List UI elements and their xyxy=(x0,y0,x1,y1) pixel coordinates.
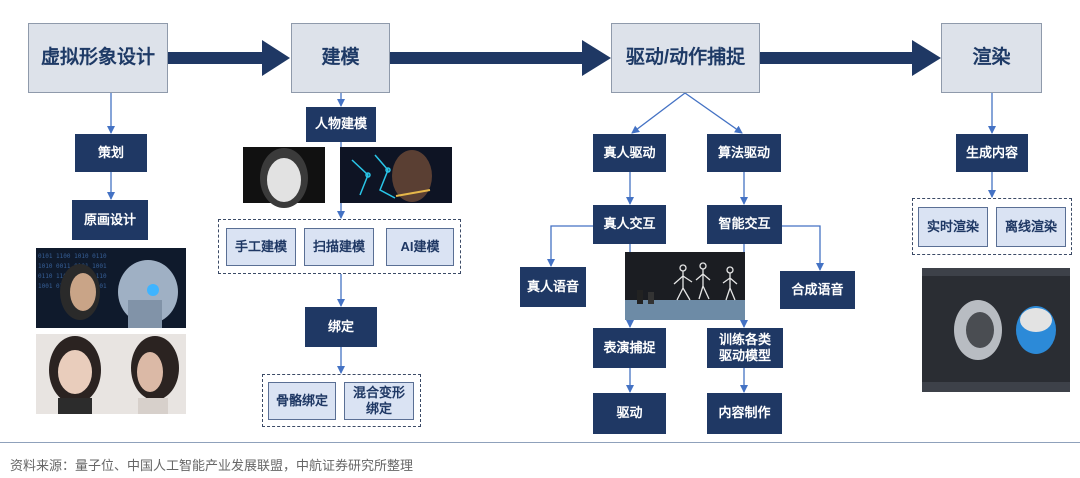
stage-arrow-3 xyxy=(760,40,941,76)
rendering-methods-group xyxy=(912,198,1072,255)
node-content-production: 内容制作 xyxy=(707,393,782,434)
node-scan-modeling: 扫描建模 xyxy=(304,228,374,266)
stage-modeling: 建模 xyxy=(291,23,390,93)
node-generate-content: 生成内容 xyxy=(956,134,1028,172)
node-manual-modeling: 手工建模 xyxy=(226,228,296,266)
design-image-women xyxy=(36,334,186,414)
source-note: 资料来源：量子位、中国人工智能产业发展联盟，中航证券研究所整理 xyxy=(10,458,414,473)
node-real-interaction: 真人交互 xyxy=(593,205,666,244)
node-smart-interaction: 智能交互 xyxy=(707,205,782,244)
stage-arrow-2 xyxy=(390,40,611,76)
node-real-voice: 真人语音 xyxy=(520,267,586,307)
stage-design: 虚拟形象设计 xyxy=(28,23,168,93)
node-performance-capture: 表演捕捉 xyxy=(593,328,666,368)
motion-capture-image xyxy=(625,252,745,320)
node-train-models: 训练各类驱动模型 xyxy=(707,328,783,368)
node-synth-voice: 合成语音 xyxy=(780,271,855,309)
connector xyxy=(631,92,686,134)
node-binding: 绑定 xyxy=(305,307,377,347)
node-concept: 原画设计 xyxy=(72,200,148,240)
modeling-methods-group xyxy=(218,219,461,274)
connector xyxy=(547,225,595,267)
node-blend-binding: 混合变形绑定 xyxy=(344,382,414,420)
node-offline-rendering: 离线渲染 xyxy=(996,207,1066,247)
node-character-modeling: 人物建模 xyxy=(306,107,376,142)
node-real-drive: 真人驱动 xyxy=(593,134,666,172)
svg-text:0101 1100 1010 0110: 0101 1100 1010 0110 xyxy=(38,253,107,260)
node-realtime-rendering: 实时渲染 xyxy=(918,207,988,247)
binding-methods-group xyxy=(262,374,421,427)
stage-rendering: 渲染 xyxy=(941,23,1042,93)
connector xyxy=(684,92,743,134)
footer-divider xyxy=(0,442,1080,443)
node-ai-modeling: AI建模 xyxy=(386,228,454,266)
modeling-image-ai-face xyxy=(340,147,452,203)
modeling-image-scan-face xyxy=(243,147,325,208)
node-skeleton-binding: 骨骼绑定 xyxy=(268,382,336,420)
stage-arrow-1 xyxy=(168,40,290,76)
node-algo-drive: 算法驱动 xyxy=(707,134,781,172)
node-drive: 驱动 xyxy=(593,393,666,434)
rendering-image xyxy=(922,268,1070,392)
node-plan: 策划 xyxy=(75,134,147,172)
design-image-robot: 0101 1100 1010 0110 1010 0011 0101 1001 … xyxy=(36,248,186,328)
stage-driving: 驱动/动作捕捉 xyxy=(611,23,760,93)
connector xyxy=(782,225,824,271)
